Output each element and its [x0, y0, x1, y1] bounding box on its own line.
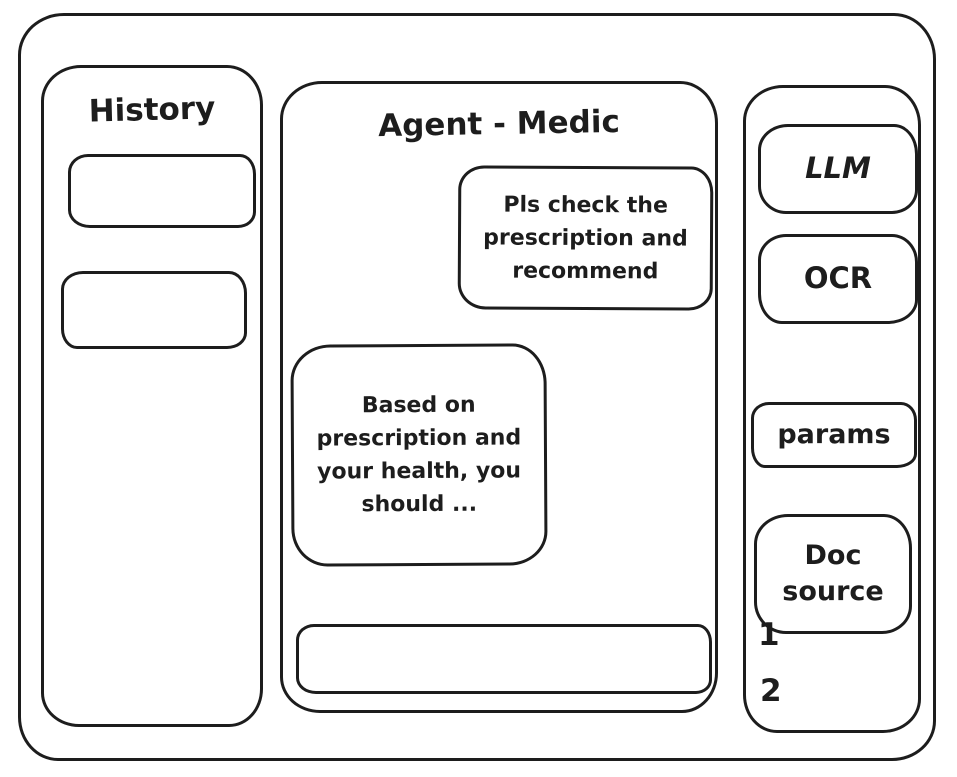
user-message-text: Pls check the prescription and recommend	[483, 192, 688, 284]
chat-title: Agent - Medic	[377, 103, 621, 145]
doc-source-item-1[interactable]: 1	[758, 617, 780, 653]
message-input[interactable]	[296, 624, 712, 694]
history-title: History	[88, 90, 216, 130]
assistant-message-text: Based on prescription and your health, y…	[316, 392, 522, 518]
history-item-1[interactable]	[68, 154, 256, 228]
params-button[interactable]: params	[751, 402, 917, 468]
history-item-2[interactable]	[61, 271, 247, 349]
app-window-frame: History Agent - Medic Pls check the pres…	[18, 13, 936, 761]
ocr-button[interactable]: OCR	[758, 234, 918, 324]
doc-source-item-2[interactable]: 2	[760, 673, 782, 709]
chat-panel: Agent - Medic Pls check the prescription…	[280, 81, 718, 713]
llm-button[interactable]: LLM	[758, 124, 918, 214]
doc-source-label: Doc source	[782, 539, 884, 607]
tools-panel: LLM OCR params Doc source 1 2	[743, 85, 921, 733]
assistant-message-bubble: Based on prescription and your health, y…	[290, 343, 548, 567]
user-message-bubble: Pls check the prescription and recommend	[457, 165, 714, 311]
doc-source-button[interactable]: Doc source	[754, 514, 912, 634]
history-sidebar: History	[41, 65, 263, 727]
